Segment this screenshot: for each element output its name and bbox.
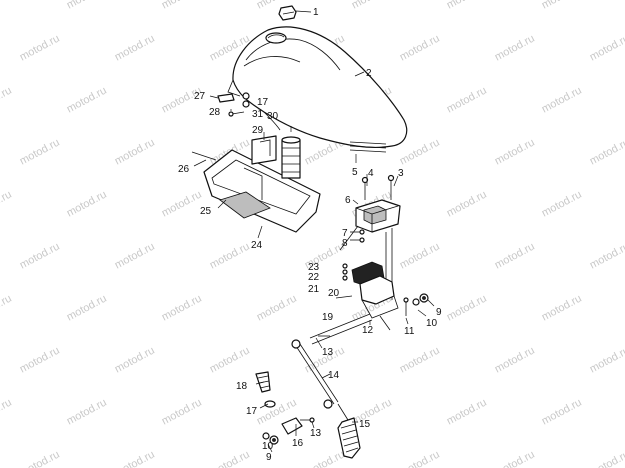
callout-24: 24 (251, 240, 263, 251)
callout-20: 20 (328, 288, 340, 299)
callout-14: 14 (328, 370, 340, 381)
callout-10-lower: 10 (262, 441, 274, 452)
callout-10-upper: 10 (426, 318, 438, 329)
part-lower-hardware (255, 371, 315, 445)
callout-17-upper: 17 (257, 97, 269, 108)
part-screws-mid (350, 229, 365, 243)
part-fasteners-right (403, 293, 429, 316)
part-battery (251, 135, 301, 179)
callout-12: 12 (362, 325, 374, 336)
callout-26: 26 (178, 164, 190, 175)
part-cap (278, 5, 297, 21)
callout-5: 5 (352, 167, 358, 178)
callout-29: 29 (252, 125, 264, 136)
part-screws-top (361, 174, 395, 200)
callout-25: 25 (200, 206, 212, 217)
callout-8: 8 (342, 238, 348, 249)
part-grip (337, 403, 361, 459)
callout-4: 4 (368, 168, 374, 179)
part-hood (227, 26, 408, 149)
callout-19: 19 (322, 312, 334, 323)
part-fasteners-left (217, 92, 250, 117)
callout-1: 1 (313, 7, 319, 18)
callout-31: 31 (252, 109, 264, 120)
callout-28: 28 (209, 107, 221, 118)
callout-9-lower: 9 (266, 452, 272, 463)
callout-15: 15 (359, 419, 371, 430)
callout-23: 23 (308, 262, 320, 273)
part-rod (291, 335, 339, 409)
part-cables (349, 141, 387, 153)
part-link-plate (309, 313, 391, 345)
callout-18: 18 (236, 381, 248, 392)
callout-9-upper: 9 (436, 307, 442, 318)
part-battery-box (191, 149, 321, 233)
callout-labels: 1 2 3 4 5 6 7 8 9 10 11 12 13 14 15 16 1… (178, 7, 442, 463)
callout-21: 21 (308, 284, 320, 295)
callout-13-lower: 13 (310, 428, 322, 439)
callout-17-lower: 17 (246, 406, 258, 417)
callout-6: 6 (345, 195, 351, 206)
callout-30: 30 (267, 111, 279, 122)
callout-13-upper: 13 (322, 347, 334, 358)
callout-7: 7 (342, 228, 348, 239)
callout-27: 27 (194, 91, 206, 102)
callout-22: 22 (308, 272, 320, 283)
part-lever-assembly (335, 261, 399, 319)
callout-3: 3 (398, 168, 404, 179)
callout-16: 16 (292, 438, 304, 449)
callout-2: 2 (366, 68, 372, 79)
leader-lines (193, 10, 435, 453)
callout-11: 11 (404, 326, 415, 337)
